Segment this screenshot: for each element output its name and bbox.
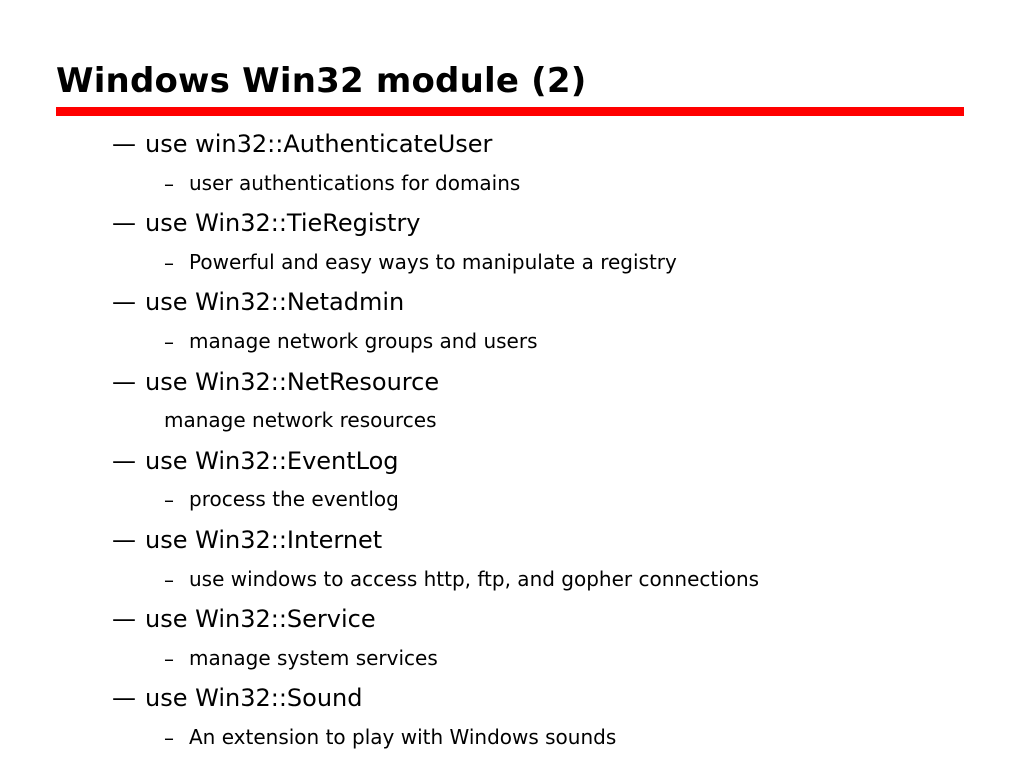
sub-bullet-item: – user authentications for domains xyxy=(0,167,1024,207)
slide-title: Windows Win32 module (2) xyxy=(56,61,587,101)
sub-bullet-text: Powerful and easy ways to manipulate a r… xyxy=(189,249,677,274)
bullet-item: — use Win32::EventLog xyxy=(0,444,1024,484)
sub-bullet-text: An extension to play with Windows sounds xyxy=(189,724,617,749)
en-dash-bullet-icon: – xyxy=(164,329,174,354)
bullet-text: use Win32::Netadmin xyxy=(145,288,405,317)
bullet-item: — use Win32::TieRegistry xyxy=(0,206,1024,246)
dash-bullet-icon: — xyxy=(112,367,136,396)
en-dash-bullet-icon: – xyxy=(164,567,174,592)
sub-bullet-text: manage network resources xyxy=(164,408,437,433)
dash-bullet-icon: — xyxy=(112,684,136,713)
bullet-item: — use Win32::Netadmin xyxy=(0,285,1024,325)
sub-bullet-item: – An extension to play with Windows soun… xyxy=(0,721,1024,761)
sub-bullet-text: manage system services xyxy=(189,645,438,670)
title-underline xyxy=(56,107,964,116)
bullet-item: — use Win32::Service xyxy=(0,602,1024,642)
sub-bullet-item: – use windows to access http, ftp, and g… xyxy=(0,563,1024,603)
bullet-text: use Win32::TieRegistry xyxy=(145,209,421,238)
en-dash-bullet-icon: – xyxy=(164,250,174,275)
bullet-item: — use Win32::Internet xyxy=(0,523,1024,563)
dash-bullet-icon: — xyxy=(112,130,136,158)
bullet-text: use Win32::EventLog xyxy=(145,446,399,475)
bullet-item: — use Win32::NetResource xyxy=(0,365,1024,405)
dash-bullet-icon: — xyxy=(112,288,136,317)
dash-bullet-icon: — xyxy=(112,605,136,634)
bullet-text: use Win32::Sound xyxy=(145,684,363,713)
sub-bullet-text: process the eventlog xyxy=(189,487,399,512)
dash-bullet-icon: — xyxy=(112,446,136,475)
en-dash-bullet-icon: – xyxy=(164,646,174,671)
sub-bullet-item: – manage network groups and users xyxy=(0,325,1024,365)
sub-bullet-text: manage network groups and users xyxy=(189,328,538,353)
en-dash-bullet-icon: – xyxy=(164,171,174,196)
sub-bullet-item: manage network resources xyxy=(0,404,1024,444)
sub-bullet-item: – Powerful and easy ways to manipulate a… xyxy=(0,246,1024,286)
bullet-text: use win32::AuthenticateUser xyxy=(145,130,493,158)
bullet-item: — use win32::AuthenticateUser xyxy=(0,127,1024,167)
en-dash-bullet-icon: – xyxy=(164,725,174,750)
en-dash-bullet-icon: – xyxy=(164,488,174,513)
bullet-text: use Win32::Service xyxy=(145,605,376,634)
bullet-list: — use win32::AuthenticateUser – user aut… xyxy=(0,127,1024,761)
bullet-text: use Win32::NetResource xyxy=(145,367,440,396)
bullet-text: use Win32::Internet xyxy=(145,525,383,554)
bullet-item: — use Win32::Sound xyxy=(0,681,1024,721)
sub-bullet-item: – manage system services xyxy=(0,642,1024,682)
dash-bullet-icon: — xyxy=(112,525,136,554)
sub-bullet-item: – process the eventlog xyxy=(0,483,1024,523)
dash-bullet-icon: — xyxy=(112,209,136,238)
sub-bullet-text: use windows to access http, ftp, and gop… xyxy=(189,566,760,591)
sub-bullet-text: user authentications for domains xyxy=(189,170,521,195)
